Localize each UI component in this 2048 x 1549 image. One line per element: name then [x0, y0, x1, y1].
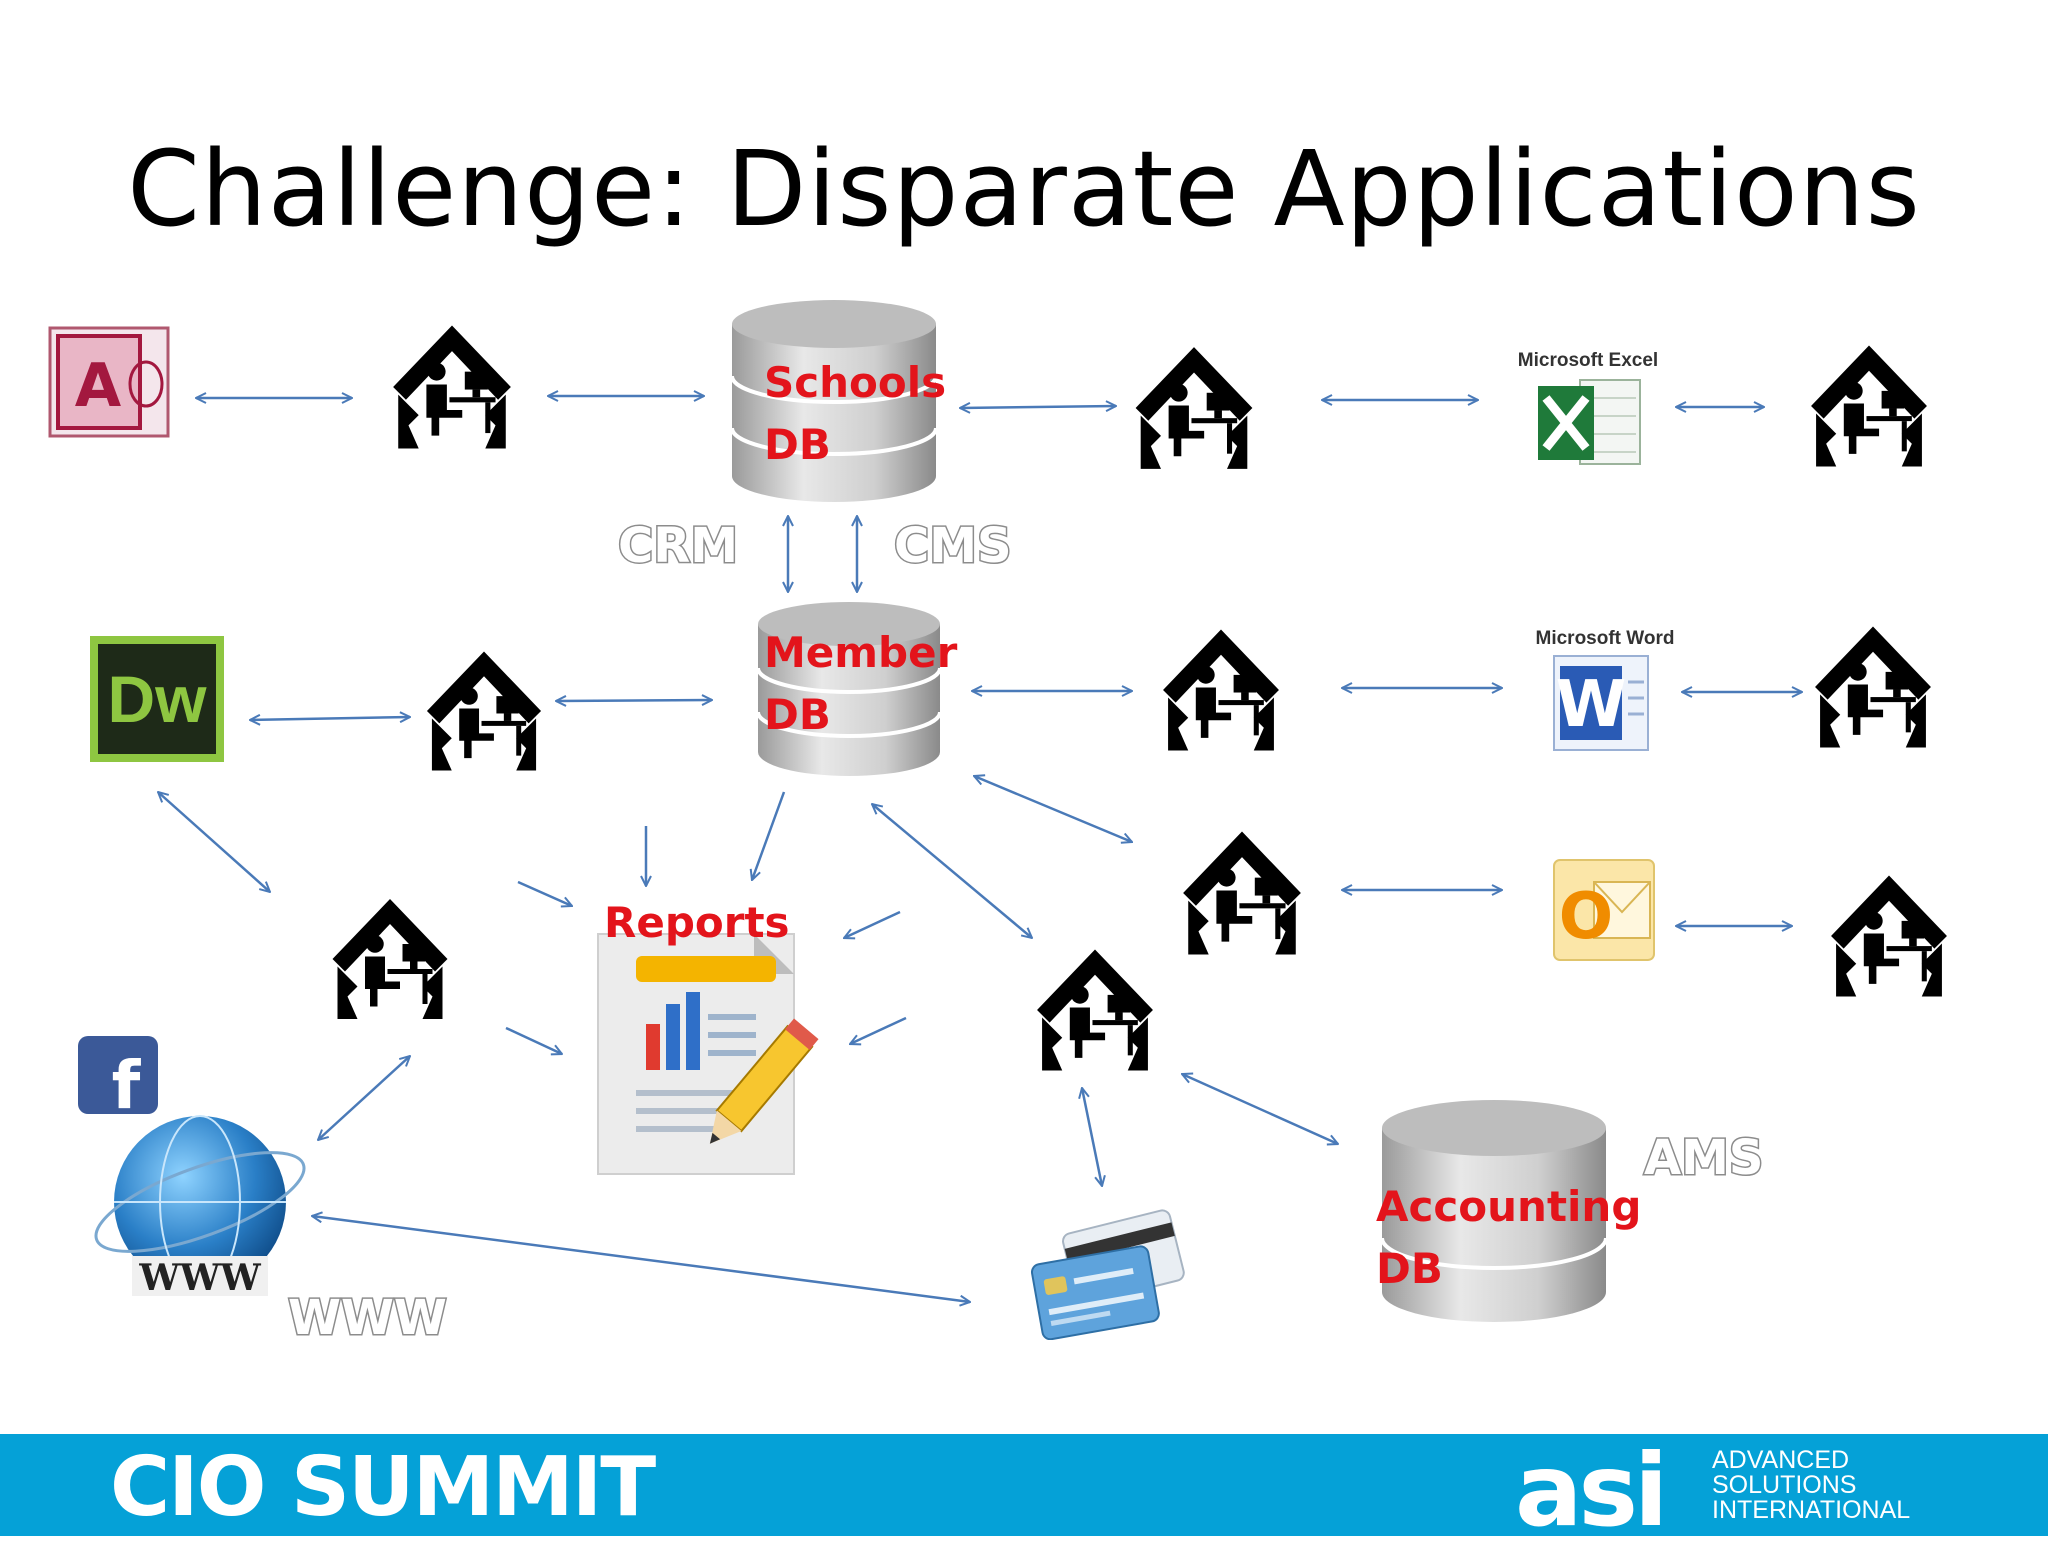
- svg-text:W: W: [1556, 668, 1627, 742]
- excel-app: Microsoft Excel: [1508, 346, 1668, 470]
- outlook-app: O: [1550, 856, 1658, 964]
- reports-label: Reports: [604, 898, 790, 947]
- asi-tagline: ADVANCED SOLUTIONS INTERNATIONAL: [1712, 1448, 1910, 1523]
- word-icon: Microsoft Word W: [1536, 628, 1675, 751]
- user-workstation-6: [1806, 340, 1932, 472]
- ams-label: AMS: [1642, 1129, 1764, 1188]
- db-name: Schools: [764, 358, 947, 407]
- user-workstation-3: [326, 894, 454, 1024]
- user-workstation-7: [1158, 624, 1284, 756]
- asi-logo: asi: [1515, 1432, 1668, 1549]
- user-workstation-1: [388, 320, 516, 454]
- user-workstation-icon: [1183, 831, 1301, 955]
- arrow-globe-user3: [318, 1056, 410, 1140]
- excel-caption: Microsoft Excel: [1518, 350, 1658, 371]
- user-workstation-9: [1178, 826, 1306, 960]
- outlook-letter: O: [1559, 880, 1613, 954]
- user-workstation-8: [1810, 620, 1936, 754]
- user-workstation-icon: [393, 325, 511, 449]
- tagline-line: SOLUTIONS: [1712, 1471, 1857, 1499]
- reports-document-icon: [584, 912, 824, 1188]
- user-workstation-icon: [426, 651, 542, 771]
- globe-www-text: WWW: [138, 1257, 261, 1299]
- arrow-user3-reports-top: [517, 880, 572, 906]
- user-workstation-icon: [1831, 875, 1947, 997]
- db-suffix: DB: [764, 690, 831, 739]
- facebook-icon: f: [78, 1036, 158, 1124]
- credit-card-icon: [1030, 1204, 1188, 1341]
- schools-db-label: Schools DB: [764, 352, 946, 476]
- arrow-schools-user5: [960, 406, 1116, 408]
- arrow-dw-user2: [250, 717, 410, 720]
- arrow-user2-member: [556, 700, 712, 701]
- outlook-icon: O: [1553, 859, 1655, 961]
- arrow-right-reports-top: [844, 910, 901, 938]
- dreamweaver-letters: Dw: [108, 662, 208, 736]
- user-workstation-5: [1130, 342, 1258, 474]
- facebook-letter: f: [112, 1047, 142, 1116]
- cms-label: CMS: [893, 517, 1014, 576]
- www-label: WWW: [287, 1289, 449, 1348]
- word-caption: Microsoft Word: [1536, 628, 1675, 649]
- event-title: CIO SUMMIT: [110, 1440, 656, 1535]
- access-letter: A: [75, 351, 122, 421]
- user-workstation-icon: [1815, 626, 1931, 748]
- db-suffix: DB: [764, 420, 831, 469]
- arrow-globe-card: [312, 1216, 970, 1302]
- facebook-app: f: [76, 1034, 160, 1124]
- arrow-member-reports: [752, 791, 786, 880]
- arrow-member-user4: [872, 804, 1032, 938]
- schools-db: [728, 296, 940, 508]
- crm-label: CRM: [617, 517, 740, 576]
- arrow-user4-accounting: [1182, 1074, 1338, 1144]
- user-workstation-icon: [1135, 347, 1253, 469]
- arrow-user4-card: [1082, 1088, 1102, 1186]
- db-suffix: DB: [1376, 1244, 1443, 1293]
- db-name: Accounting: [1376, 1182, 1642, 1231]
- dreamweaver-icon: Dw: [90, 636, 224, 762]
- arrow-user3-reports-bottom: [505, 1026, 562, 1054]
- slide-title: Challenge: Disparate Applications: [127, 128, 1921, 250]
- database-icon: [730, 300, 938, 502]
- user-workstation-icon: [1037, 949, 1153, 1071]
- database-icon: [1380, 1100, 1608, 1322]
- tagline-line: INTERNATIONAL: [1712, 1496, 1911, 1524]
- globe-www: WWW: [84, 1106, 316, 1308]
- member-db: [754, 598, 944, 780]
- arrow-dw-user3: [158, 792, 270, 892]
- access-icon: A: [48, 326, 170, 438]
- accounting-db-label: Accounting DB: [1376, 1176, 1641, 1300]
- access-app: A: [48, 326, 172, 440]
- db-name: Member: [764, 628, 958, 677]
- word-app: Microsoft Word W: [1524, 626, 1686, 754]
- user-workstation-2: [422, 646, 546, 776]
- excel-icon: Microsoft Excel: [1518, 350, 1658, 465]
- arrow-member-user9: [974, 776, 1132, 842]
- database-icon: [756, 602, 942, 776]
- dreamweaver-app: Dw: [88, 634, 226, 764]
- member-db-label: Member DB: [764, 622, 957, 746]
- user-workstation-icon: [1811, 345, 1927, 467]
- user-workstation-icon: [332, 899, 448, 1019]
- arrow-right-reports-bottom: [850, 1016, 907, 1044]
- tagline-line: ADVANCED: [1712, 1446, 1850, 1474]
- footer-bar: CIO SUMMIT asi ADVANCED SOLUTIONS INTERN…: [0, 1432, 2048, 1549]
- globe-icon: WWW: [94, 1115, 306, 1299]
- user-workstation-icon: [1163, 629, 1279, 751]
- user-workstation-4: [1032, 944, 1158, 1076]
- accounting-db: [1378, 1096, 1610, 1326]
- user-workstation-10: [1826, 870, 1952, 1002]
